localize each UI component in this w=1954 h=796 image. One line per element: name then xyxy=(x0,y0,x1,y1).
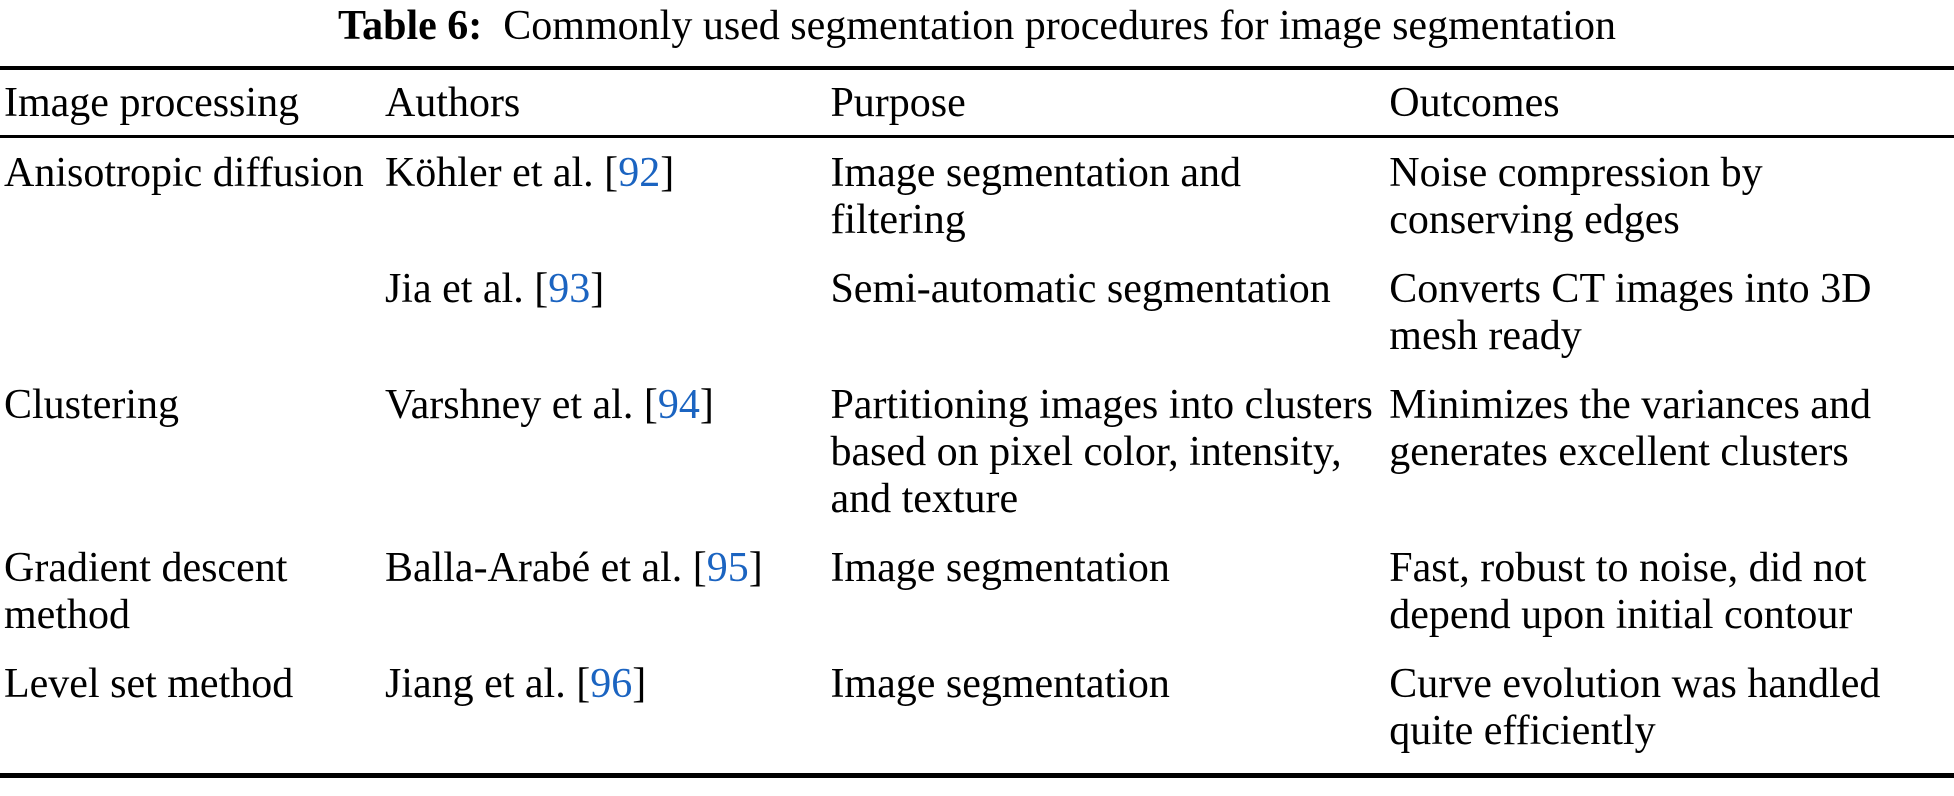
cell-outcome: Converts CT images into 3D mesh ready xyxy=(1389,266,1872,359)
cell-authors: Varshney et al. [94] xyxy=(385,382,831,545)
cell-authors: Jiang et al. [96] xyxy=(385,661,831,776)
citation-link[interactable]: 94 xyxy=(657,382,700,428)
citation-link[interactable]: 96 xyxy=(590,661,633,707)
cell-purpose: Image segmentation and filtering xyxy=(830,150,1241,243)
author-text: Köhler et al. [ xyxy=(384,150,619,196)
citation-link[interactable]: 95 xyxy=(706,545,749,591)
cell-procedure: Gradient descent method xyxy=(4,545,288,638)
column-header-outcomes: Outcomes xyxy=(1389,68,1954,138)
column-header-purpose: Purpose xyxy=(830,68,1390,138)
cell-procedure: Level set method xyxy=(4,661,294,707)
cell-procedure xyxy=(0,266,385,382)
table-row: Level set method Jiang et al. [96] Image… xyxy=(0,661,1954,776)
author-text: ] xyxy=(699,382,714,428)
table-caption-text: Commonly used segmentation procedures fo… xyxy=(503,3,1617,49)
table-row: Gradient descent method Balla-Arabé et a… xyxy=(0,545,1954,661)
citation-link[interactable]: 93 xyxy=(548,266,591,312)
author-text: ] xyxy=(748,545,763,591)
cell-outcome: Minimizes the variances and generates ex… xyxy=(1389,382,1871,475)
cell-authors: Balla-Arabé et al. [95] xyxy=(385,545,831,661)
cell-authors: Jia et al. [93] xyxy=(385,266,831,382)
table-caption-label: Table 6: xyxy=(337,3,483,49)
cell-procedure: Anisotropic diffusion xyxy=(4,150,364,196)
cell-purpose: Partitioning images into clusters based … xyxy=(830,382,1373,522)
table-row: Clustering Varshney et al. [94] Partitio… xyxy=(0,382,1954,545)
author-text: Jia et al. [ xyxy=(384,266,549,312)
author-text: Varshney et al. [ xyxy=(384,382,658,428)
author-text: Balla-Arabé et al. [ xyxy=(384,545,707,591)
header-row: Image processing Authors Purpose Outcome… xyxy=(0,68,1954,138)
citation-link[interactable]: 92 xyxy=(618,150,661,196)
author-text: ] xyxy=(660,150,675,196)
cell-purpose: Image segmentation xyxy=(830,545,1170,591)
cell-purpose: Semi-automatic segmentation xyxy=(830,266,1331,312)
table-row: Anisotropic diffusion Köhler et al. [92]… xyxy=(0,137,1954,267)
author-text: ] xyxy=(632,661,647,707)
cell-outcome: Curve evolution was handled quite effici… xyxy=(1389,661,1881,754)
cell-outcome: Fast, robust to noise, did not depend up… xyxy=(1389,545,1867,638)
column-header-image-processing: Image processing xyxy=(0,68,385,138)
cell-authors: Köhler et al. [92] xyxy=(385,137,831,267)
table-caption: Table 6: Commonly used segmentation proce… xyxy=(0,2,1954,50)
cell-procedure: Clustering xyxy=(4,382,179,428)
author-text: Jiang et al. [ xyxy=(384,661,591,707)
segmentation-procedures-table: Image processing Authors Purpose Outcome… xyxy=(0,66,1954,778)
author-text: ] xyxy=(590,266,605,312)
table-row: Jia et al. [93] Semi-automatic segmentat… xyxy=(0,266,1954,382)
cell-purpose: Image segmentation xyxy=(830,661,1170,707)
cell-outcome: Noise compression by conserving edges xyxy=(1389,150,1763,243)
column-header-authors: Authors xyxy=(384,68,831,138)
